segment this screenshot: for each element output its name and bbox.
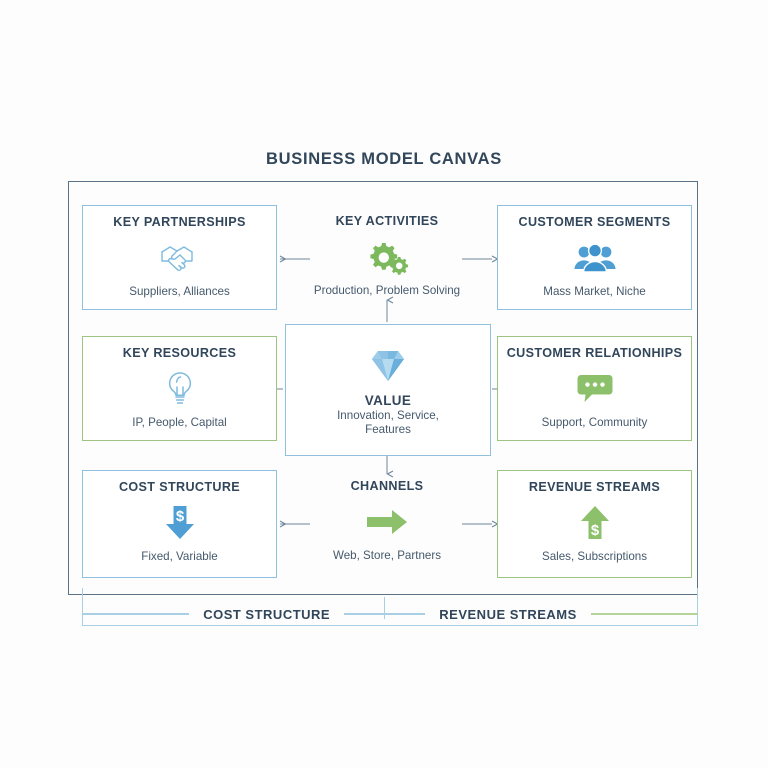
bottom-divider-tick bbox=[384, 597, 386, 619]
cell-desc-channels: Web, Store, Partners bbox=[332, 548, 442, 562]
bottom-summary-labels: COST STRUCTURE REVENUE STREAMS bbox=[82, 597, 699, 627]
bottom-line-mid-right bbox=[385, 613, 426, 615]
cell-title-key-partnerships: KEY PARTNERSHIPS bbox=[113, 215, 246, 229]
cell-title-customer-relationships: CUSTOMER RELATIONHIPS bbox=[506, 346, 683, 360]
cell-title-value: VALUE bbox=[364, 392, 412, 408]
cell-revenue-streams[interactable]: REVENUE STREAMS $ Sales, Subscriptions bbox=[497, 470, 692, 578]
cell-key-resources[interactable]: KEY RESOURCES IP, People, Capital bbox=[82, 336, 277, 441]
dollar-down-arrow-icon: $ bbox=[160, 502, 200, 544]
cell-desc-key-activities: Production, Problem Solving bbox=[313, 283, 461, 297]
cell-desc-customer-segments: Mass Market, Niche bbox=[543, 284, 646, 298]
cell-title-cost-structure: COST STRUCTURE bbox=[118, 480, 241, 494]
cell-title-key-resources: KEY RESOURCES bbox=[122, 346, 237, 360]
cell-title-key-activities: KEY ACTIVITIES bbox=[335, 214, 439, 228]
bottom-line-mid-left bbox=[344, 613, 385, 615]
bottom-summary-bar bbox=[82, 588, 698, 626]
bottom-label-revenue-streams: REVENUE STREAMS bbox=[439, 606, 577, 622]
cell-desc-cost-structure: Fixed, Variable bbox=[141, 549, 218, 563]
cell-title-customer-segments: CUSTOMER SEGMENTS bbox=[518, 215, 671, 229]
page-title: BUSINESS MODEL CANVAS bbox=[266, 150, 502, 168]
cell-desc-value-line2: Features bbox=[365, 423, 411, 436]
gears-icon bbox=[364, 236, 410, 278]
bottom-line-left bbox=[82, 613, 190, 615]
cell-value-proposition[interactable]: VALUE Innovation, Service, Features bbox=[285, 324, 491, 456]
bottom-line-right bbox=[590, 613, 699, 615]
cell-customer-relationships[interactable]: CUSTOMER RELATIONHIPS Support, Community bbox=[497, 336, 692, 441]
cell-desc-key-partnerships: Suppliers, Alliances bbox=[129, 284, 230, 298]
cell-title-revenue-streams: REVENUE STREAMS bbox=[528, 480, 661, 494]
dollar-up-arrow-icon: $ bbox=[575, 502, 615, 544]
canvas-outer-frame bbox=[68, 181, 698, 595]
cell-desc-key-resources: IP, People, Capital bbox=[132, 415, 227, 429]
svg-text:$: $ bbox=[590, 522, 599, 539]
bottom-label-cost-structure: COST STRUCTURE bbox=[203, 606, 331, 622]
cell-desc-customer-relationships: Support, Community bbox=[541, 415, 648, 429]
cell-channels[interactable]: CHANNELS Web, Store, Partners bbox=[292, 470, 482, 578]
handshake-icon bbox=[158, 237, 202, 279]
cell-key-activities[interactable]: KEY ACTIVITIES Production, Problem Solvi… bbox=[292, 205, 482, 310]
cell-desc-value-line1: Innovation, Service, bbox=[337, 408, 439, 422]
diamond-gem-icon bbox=[367, 343, 409, 389]
cell-title-channels: CHANNELS bbox=[350, 479, 424, 493]
svg-text:$: $ bbox=[175, 508, 184, 525]
cell-cost-structure[interactable]: COST STRUCTURE $ Fixed, Variable bbox=[82, 470, 277, 578]
lightbulb-icon bbox=[163, 368, 197, 410]
speech-bubble-icon bbox=[575, 368, 615, 410]
right-arrow-icon bbox=[364, 501, 410, 543]
cell-customer-segments[interactable]: CUSTOMER SEGMENTS Mass Market, Niche bbox=[497, 205, 692, 310]
cell-desc-revenue-streams: Sales, Subscriptions bbox=[541, 549, 648, 563]
people-group-icon bbox=[571, 237, 619, 279]
cell-key-partnerships[interactable]: KEY PARTNERSHIPS Suppliers, Alliances bbox=[82, 205, 277, 310]
